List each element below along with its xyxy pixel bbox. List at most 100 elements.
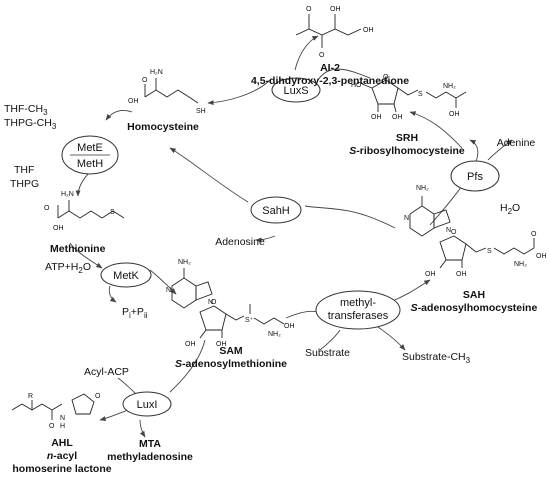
hcy-sh: SH (196, 108, 206, 115)
thf-ch3-label: THF-CH3 (4, 103, 48, 117)
ahl-abbr: AHL (51, 437, 73, 449)
arrow-luxi-to-mta (139, 419, 146, 438)
pathway-arrows (69, 35, 513, 438)
luxs-label: LuxS (283, 85, 308, 97)
enzyme-methyltransferases: methyl- transferases (315, 290, 401, 330)
srh-ring-o: O (383, 74, 389, 81)
methyltransferases-line1: methyl- (340, 297, 376, 309)
srh-ho: HO (351, 82, 362, 89)
ahl-structure: R O N H O (11, 393, 101, 430)
arrow-mt-to-substrate-ch3 (374, 324, 406, 351)
enzyme-pfs: Pfs (450, 160, 500, 192)
ai2-o1: O (306, 6, 312, 13)
water-label: H2O (500, 202, 520, 216)
sah-abbr: SAH (463, 289, 485, 301)
arrow-metk-to-sam (149, 269, 177, 295)
sam-nh2: NH₂ (178, 259, 191, 266)
ai2-name: AI-2 (320, 62, 340, 74)
hcy-o: O (142, 77, 148, 84)
meth-label: MetH (77, 158, 103, 170)
enzyme-metk: MetK (100, 262, 152, 288)
met-oh: OH (53, 225, 64, 232)
arrow-srh-to-luxs (317, 68, 371, 81)
arrow-mt-to-sah (389, 279, 431, 303)
sam-abbr: SAM (219, 345, 243, 357)
srh-abbr: SRH (396, 132, 418, 144)
srh-fullname: S-ribosylhomocysteine (349, 145, 465, 157)
sam-ring-o: O (211, 299, 217, 306)
sam-oh1: OH (185, 341, 196, 348)
sah-nh2-b: NH₂ (514, 261, 527, 268)
enzyme-luxs: LuxS (271, 77, 321, 103)
sam-fullname: S-adenosylmethionine (175, 358, 287, 370)
thpg-ch3-label: THPG-CH3 (4, 117, 57, 131)
hcy-h2n: H₂N (150, 69, 163, 76)
sam-s-plus: S⁺ (245, 317, 254, 324)
srh-structure: O HO OH OH S OH NH₂ (351, 74, 467, 121)
met-h2n: H₂N (61, 191, 74, 198)
sam-oh3: OH (284, 323, 295, 330)
arrow-pfs-to-srh (409, 111, 463, 149)
arrow-luxs-to-ai2 (294, 35, 319, 71)
ahl-o2: O (95, 393, 101, 400)
arrow-sahh-to-homocysteine (169, 147, 249, 203)
arrow-acyl-acp-to-luxi (117, 377, 137, 395)
ai2-o2: O (319, 52, 325, 59)
sam-structure: NH₂ N N O OH OH S⁺ OH NH₂ (166, 259, 295, 348)
sah-fullname: S-adenosylhomocysteine (411, 302, 538, 314)
ahl-line3: homoserine lactone (12, 463, 111, 475)
sah-o: O (531, 231, 537, 238)
srh-oh1: OH (371, 114, 382, 121)
substrate-ch3-label: Substrate-CH3 (402, 351, 471, 365)
sahh-label: SahH (262, 205, 290, 217)
mta-fullname: methyladenosine (107, 451, 193, 463)
enzyme-sahh: SahH (250, 196, 302, 224)
arrow-sahh-to-adenosine (255, 235, 276, 243)
sam-oh2: OH (216, 341, 227, 348)
arrow-luxi-to-ahl (99, 409, 129, 422)
mete-label: MetE (77, 142, 103, 154)
ai2-fullname: 4,5-dihdyroxy-2,3-pentanedione (251, 75, 409, 87)
atp-label: ATP+H2O (45, 261, 91, 275)
enzyme-luxi: LuxI (122, 391, 172, 417)
enzyme-mete-meth: MetE MetH (61, 135, 119, 175)
sah-n2: N (446, 227, 451, 234)
ai2-oh1: OH (330, 6, 341, 13)
arrow-methionine-to-metk (69, 242, 103, 269)
arrow-sah-to-sahh (304, 205, 396, 229)
methionine-structure: O OH H₂N S (44, 191, 125, 232)
sah-oh2: OH (456, 271, 467, 278)
met-s: S (110, 209, 115, 216)
thf-label: THF (14, 164, 34, 176)
srh-cooh: OH (449, 111, 460, 118)
srh-s: S (418, 91, 423, 98)
ahl-h: H (60, 423, 65, 430)
ahl-r: R (28, 393, 33, 400)
arrow-homocysteine-to-mete (105, 109, 133, 121)
pi-label: Pi+Pii (122, 306, 148, 320)
ahl-line2: n-acyl (47, 450, 77, 462)
ahl-o1: O (49, 423, 55, 430)
sam-n2: N (208, 299, 213, 306)
homocysteine-structure: O OH H₂N SH (128, 69, 206, 115)
ahl-n: N (60, 415, 65, 422)
homocysteine-label: Homocysteine (127, 121, 199, 133)
adenine-label: Adenine (497, 137, 536, 149)
sah-oh1: OH (425, 271, 436, 278)
arrow-sam-to-mt (285, 310, 319, 319)
sah-n1: N (404, 215, 409, 222)
arrow-metk-to-pi (108, 285, 117, 303)
methyltransferases-line2: transferases (328, 310, 389, 322)
arrow-sam-to-luxi (169, 339, 206, 393)
sah-ring-o: O (451, 229, 457, 236)
ai2-oh2: OH (363, 27, 374, 34)
sah-structure: NH₂ N N O OH OH S O OH NH₂ (404, 185, 547, 278)
arrow-pfs-adenine (487, 139, 513, 161)
arrow-substrate-to-mt (319, 329, 341, 351)
acyl-acp-label: Acyl-ACP (84, 366, 129, 378)
srh-oh2: OH (392, 114, 403, 121)
methionine-label: Methionine (50, 243, 106, 255)
met-o: O (44, 205, 50, 212)
adenosine-label: Adenosine (215, 236, 265, 248)
